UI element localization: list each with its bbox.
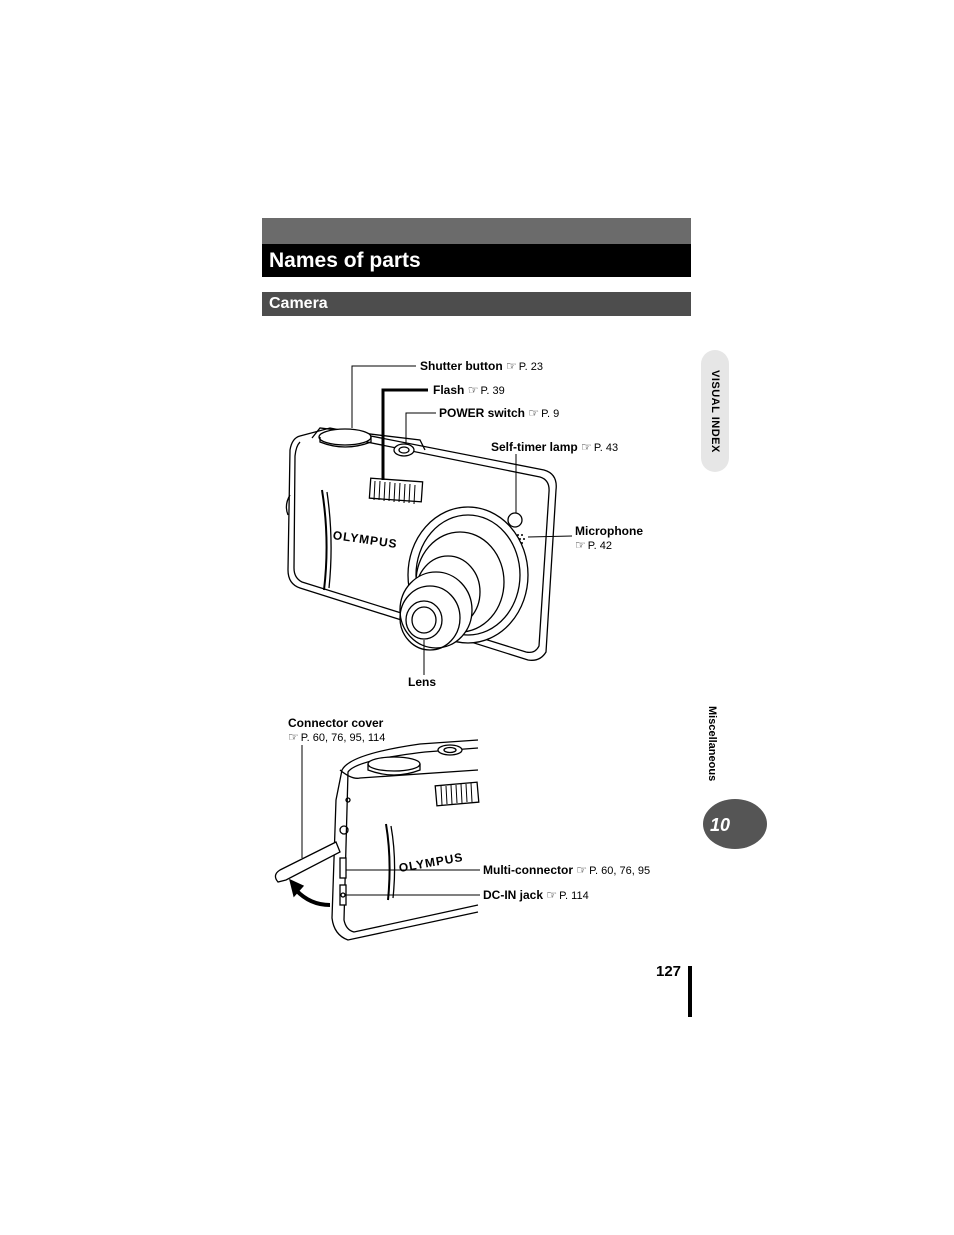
reference-icon: ☞ bbox=[288, 730, 299, 744]
reference-icon: ☞ bbox=[576, 863, 588, 877]
title-bar-accent bbox=[262, 218, 691, 244]
visual-index-tab-label: VISUAL INDEX bbox=[709, 369, 721, 453]
label-self-timer-lamp: Self-timer lamp ☞P. 43 bbox=[491, 440, 619, 454]
reference-icon: ☞ bbox=[575, 538, 586, 552]
section-heading: Camera bbox=[262, 292, 691, 316]
reference-icon: ☞ bbox=[546, 888, 558, 902]
front-leader-lines bbox=[351, 365, 573, 675]
label-power-switch: POWER switch ☞P. 9 bbox=[439, 406, 560, 420]
reference-icon: ☞ bbox=[581, 440, 592, 454]
label-flash: Flash ☞P. 39 bbox=[433, 383, 505, 397]
reference-icon: ☞ bbox=[528, 406, 540, 420]
label-microphone: Microphone ☞P. 42 bbox=[575, 524, 643, 552]
label-shutter-button: Shutter button ☞P. 23 bbox=[420, 359, 544, 373]
label-dc-in-jack: DC-IN jack ☞P. 114 bbox=[483, 888, 589, 902]
reference-icon: ☞ bbox=[467, 383, 479, 397]
chapter-badge bbox=[703, 799, 767, 849]
label-multi-connector: Multi-connector ☞P. 60, 76, 95 bbox=[483, 863, 651, 877]
page-title: Names of parts bbox=[262, 244, 691, 277]
page-number-bar bbox=[688, 966, 692, 1017]
label-lens: Lens bbox=[408, 675, 437, 689]
side-leader-lines bbox=[301, 745, 480, 896]
chapter-title: Miscellaneous bbox=[706, 706, 718, 782]
front-camera-illustration bbox=[285, 427, 557, 661]
visual-index-tab[interactable] bbox=[701, 350, 729, 472]
page-number: 127 bbox=[656, 963, 682, 980]
side-camera-illustration bbox=[274, 739, 480, 941]
label-connector-cover: Connector cover ☞P. 60, 76, 95, 114 bbox=[288, 716, 386, 744]
reference-icon: ☞ bbox=[506, 359, 517, 373]
chapter-number: 10 bbox=[710, 815, 731, 835]
